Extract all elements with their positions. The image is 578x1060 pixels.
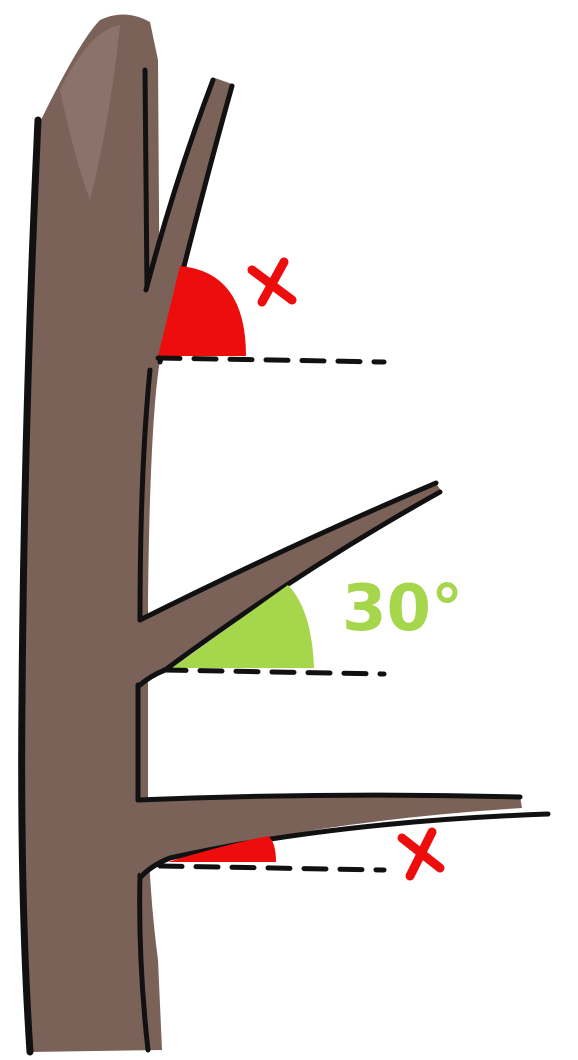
trunk-right-outline-upper <box>145 70 147 290</box>
x-mark-upper-icon <box>252 262 292 302</box>
x-mark-lower-icon <box>402 832 440 876</box>
reference-line-upper <box>158 358 384 362</box>
angle-label-30: 30° <box>342 572 463 646</box>
tree-trunk <box>22 14 162 1052</box>
reference-line-lower <box>160 866 384 870</box>
reference-line-middle <box>164 670 384 674</box>
